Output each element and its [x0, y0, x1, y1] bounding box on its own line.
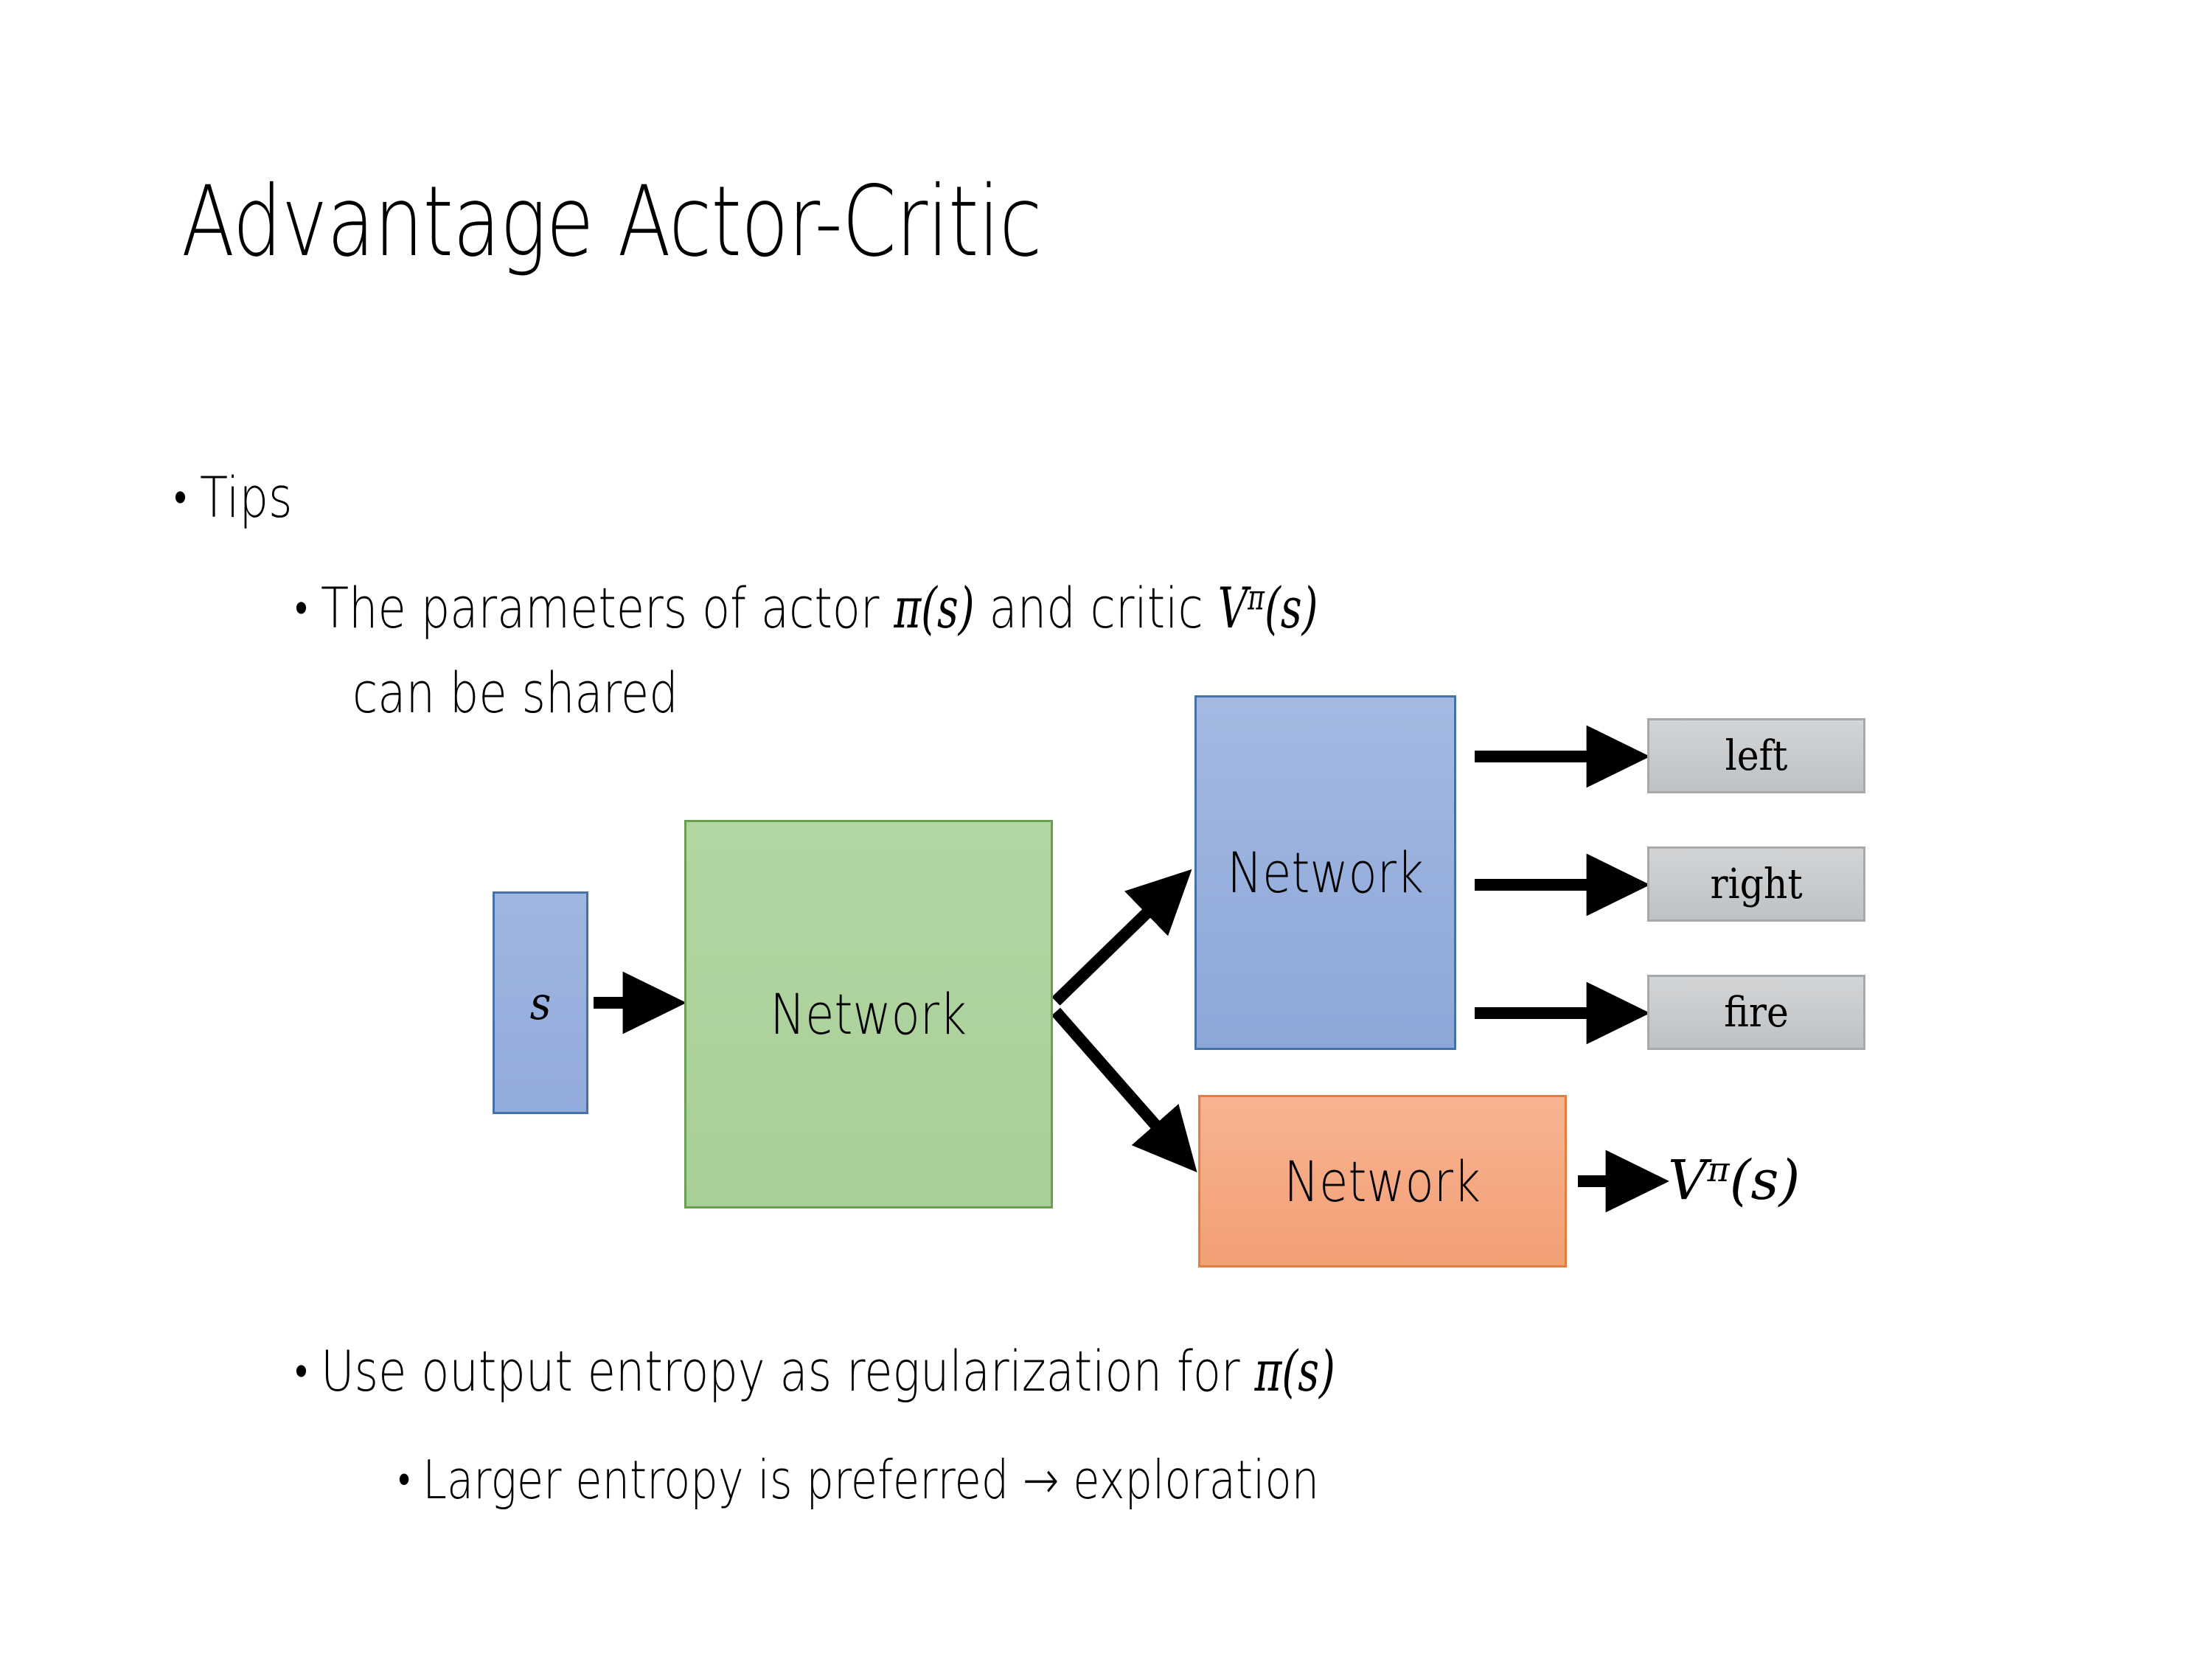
action-output-fire-label: fire: [1724, 988, 1789, 1037]
value-function-superscript: π: [1248, 577, 1265, 619]
actor-network-box: Network: [1194, 695, 1456, 1050]
critic-value-notation: Vπ(s): [1668, 1149, 1800, 1212]
policy-notation: π(s): [894, 575, 975, 641]
action-output-left-label: left: [1725, 731, 1788, 780]
state-input-label: s: [529, 975, 552, 1030]
policy-notation: π(s): [1254, 1338, 1335, 1404]
critic-value-base: V: [1668, 1149, 1708, 1212]
bullet-params-wrap-label: can be shared: [352, 660, 678, 726]
bullet-entropy-regularization: •Use output entropy as regularization fo…: [295, 1338, 1335, 1404]
shared-network-box: Network: [684, 820, 1053, 1208]
arrow-shared-to-actor: [1051, 869, 1192, 1006]
critic-value-superscript: π: [1707, 1150, 1730, 1190]
bullet-exploration: •Larger entropy is preferred → explorati…: [398, 1449, 1319, 1511]
shared-network-label: Network: [770, 981, 967, 1047]
action-output-fire: fire: [1647, 975, 1865, 1050]
action-output-right: right: [1647, 846, 1865, 922]
value-function-notation: Vπ(s): [1218, 575, 1318, 641]
critic-network-box: Network: [1198, 1095, 1567, 1267]
critic-network-label: Network: [1284, 1148, 1481, 1214]
bullet-marker: •: [295, 581, 308, 633]
action-output-right-label: right: [1710, 860, 1803, 908]
action-output-left: left: [1647, 718, 1865, 793]
critic-value-argument: (s): [1729, 1149, 1801, 1212]
arrow-shared-to-critic: [1051, 1007, 1197, 1173]
bullet-marker: •: [174, 470, 187, 522]
state-input-box: s: [493, 891, 588, 1114]
bullet-shared-parameters: •The parameters of actor π(s) and critic…: [295, 575, 1318, 641]
bullet-shared-parameters-wrap: can be shared: [352, 660, 678, 726]
bullet-marker: •: [295, 1344, 308, 1396]
bullet-params-prefix: The parameters of actor: [320, 575, 894, 641]
bullet-params-middle: and critic: [974, 575, 1218, 641]
bullet-marker: •: [398, 1455, 411, 1504]
value-function-argument: (s): [1264, 575, 1318, 641]
page-title: Advantage Actor-Critic: [181, 165, 1042, 279]
bullet-tips: •Tips: [174, 465, 292, 530]
bullet-exploration-label: Larger entropy is preferred → exploratio…: [422, 1449, 1320, 1511]
actor-network-label: Network: [1227, 840, 1424, 905]
bullet-entropy-prefix: Use output entropy as regularization for: [320, 1338, 1255, 1404]
value-function-base: V: [1217, 575, 1248, 641]
bullet-tips-label: Tips: [199, 465, 293, 530]
